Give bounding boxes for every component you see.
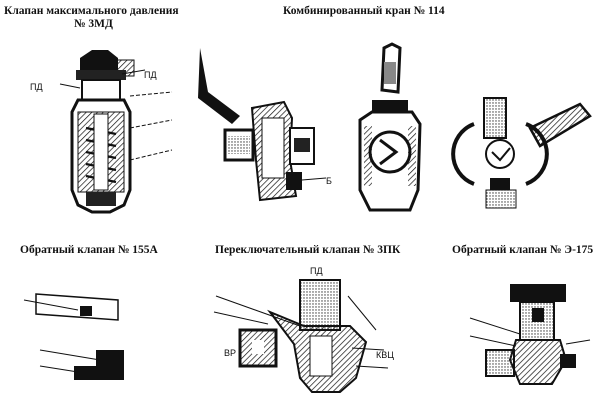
title-crane-114: Комбинированный кран № 114 xyxy=(283,5,445,17)
title-switch-3pk: Переключательный клапан № 3ПК xyxy=(215,244,401,256)
label-b: Б xyxy=(326,176,332,186)
label-vr: ВР xyxy=(224,348,237,358)
crane-114-view-2 xyxy=(358,42,422,212)
switch-3pk-drawing xyxy=(213,279,389,393)
crane-114-view-3 xyxy=(451,97,592,209)
valve-3md-drawing xyxy=(59,50,173,214)
check-e175-drawing xyxy=(469,284,591,385)
label-pd: ПД xyxy=(30,82,43,92)
label-kvts: КВЦ xyxy=(376,350,394,360)
label-pd-right: ПД xyxy=(144,70,157,80)
crane-114-view-1 xyxy=(198,48,327,202)
title-valve-3md-line1: Клапан максимального давления xyxy=(4,5,179,17)
title-valve-3md: Клапан максимального давления № 3МД xyxy=(4,5,179,31)
title-valve-3md-line2: № 3МД xyxy=(74,18,113,30)
check-155a-drawing xyxy=(23,293,124,380)
label-pd-center: ПД xyxy=(310,266,323,276)
title-check-e175: Обратный клапан № Э-175 xyxy=(452,244,594,256)
title-check-155a: Обратный клапан № 155А xyxy=(20,244,158,256)
